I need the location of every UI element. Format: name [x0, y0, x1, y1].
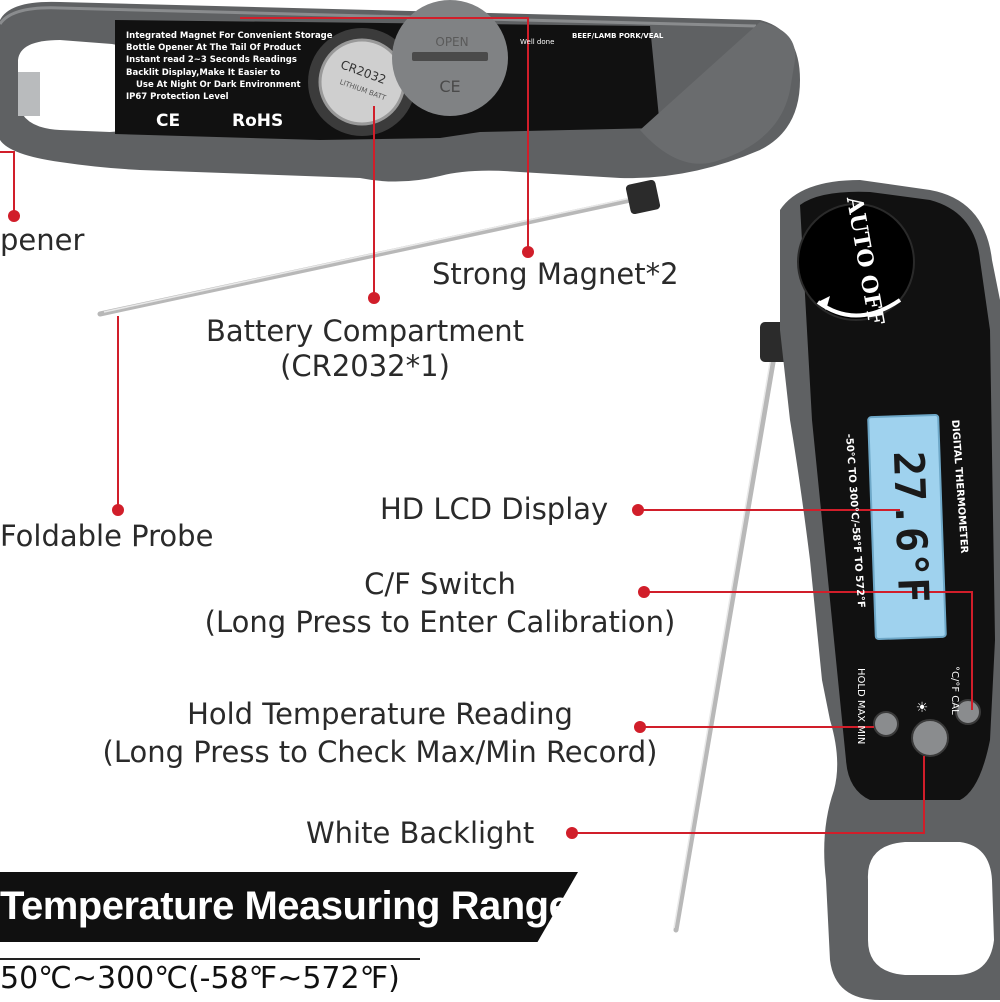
cover-ce-label: CE: [439, 77, 460, 96]
opener-tab: [18, 72, 40, 116]
range-value: 50℃~300℃(-58℉~572℉): [0, 961, 400, 996]
auto-off-arrowhead: [818, 296, 830, 310]
cover-slot: [412, 52, 488, 61]
feature-1: Integrated Magnet For Convenient Storage: [126, 31, 333, 41]
callout-cf-title: C/F Switch: [364, 567, 516, 601]
callout-backlight: White Backlight: [306, 816, 535, 850]
sun-icon: ☀: [916, 700, 929, 716]
rohs-mark: RoHS: [232, 111, 283, 131]
magnet-dot: [522, 246, 534, 258]
top-probe-hinge: [625, 179, 661, 215]
top-body-edge: [0, 6, 757, 28]
probe-dot: [112, 504, 124, 516]
top-grip: [640, 22, 796, 164]
callout-cf-sub: (Long Press to Enter Calibration): [204, 605, 676, 639]
cf-button[interactable]: [955, 699, 981, 725]
opener-dot: [8, 210, 20, 222]
hold-button[interactable]: [873, 711, 899, 737]
feature-3: Instant read 2~3 Seconds Readings: [126, 55, 297, 65]
lcd-screen: [867, 413, 947, 641]
callout-dots: [8, 210, 650, 839]
hold-button-label: HOLD MAX MIN: [855, 668, 866, 744]
lcd-reading: 27.6°F: [884, 450, 938, 603]
callout-probe: Foldable Probe: [0, 519, 214, 553]
meat-header: BEEF/LAMB PORK/VEAL: [572, 32, 664, 40]
feature-6: IP67 Protection Level: [126, 92, 229, 102]
cf-dot: [638, 586, 650, 598]
device-features: Integrated Magnet For Convenient Storage…: [126, 31, 664, 131]
feature-2: Bottle Opener At The Tail Of Product: [126, 43, 301, 53]
callout-battery-title: Battery Compartment: [205, 314, 525, 348]
opener-line: [0, 151, 15, 214]
range-banner-title: Temperature Measuring Range: [0, 884, 571, 928]
bottom-opener-hole: [867, 842, 994, 975]
feature-5: Use At Night Or Dark Environment: [136, 80, 301, 90]
hold-dot: [634, 721, 646, 733]
callout-opener: pener: [0, 223, 85, 257]
backlight-dot: [566, 827, 578, 839]
auto-off-badge: [797, 203, 915, 321]
lcd-dot: [632, 504, 644, 516]
top-probe: [97, 195, 643, 317]
cf-button-label: °C/°F CAL: [949, 666, 960, 715]
callout-hold-sub: (Long Press to Check Max/Min Record): [102, 735, 658, 769]
callout-magnet: Strong Magnet*2: [432, 257, 679, 291]
magnet-line: [240, 17, 529, 250]
callout-battery-sub: (CR2032*1): [280, 349, 450, 383]
ce-mark: CE: [156, 111, 180, 131]
callout-lines: [0, 17, 973, 834]
backlight-line: [572, 756, 925, 834]
cover-open-label: OPEN: [435, 35, 468, 49]
backlight-button[interactable]: [911, 719, 949, 757]
battery-dot: [368, 292, 380, 304]
range-banner: [0, 872, 578, 942]
range-strip: [0, 958, 420, 1002]
top-probe-highlight: [103, 195, 641, 313]
right-probe-highlight: [673, 344, 774, 929]
callout-hold-title: Hold Temperature Reading: [187, 697, 573, 731]
callout-lcd: HD LCD Display: [380, 492, 609, 526]
feature-4: Backlit Display,Make It Easier to: [126, 68, 280, 78]
cf-line: [644, 591, 973, 710]
doneness-header: Well done: [520, 38, 554, 46]
battery-coin: [318, 38, 406, 126]
